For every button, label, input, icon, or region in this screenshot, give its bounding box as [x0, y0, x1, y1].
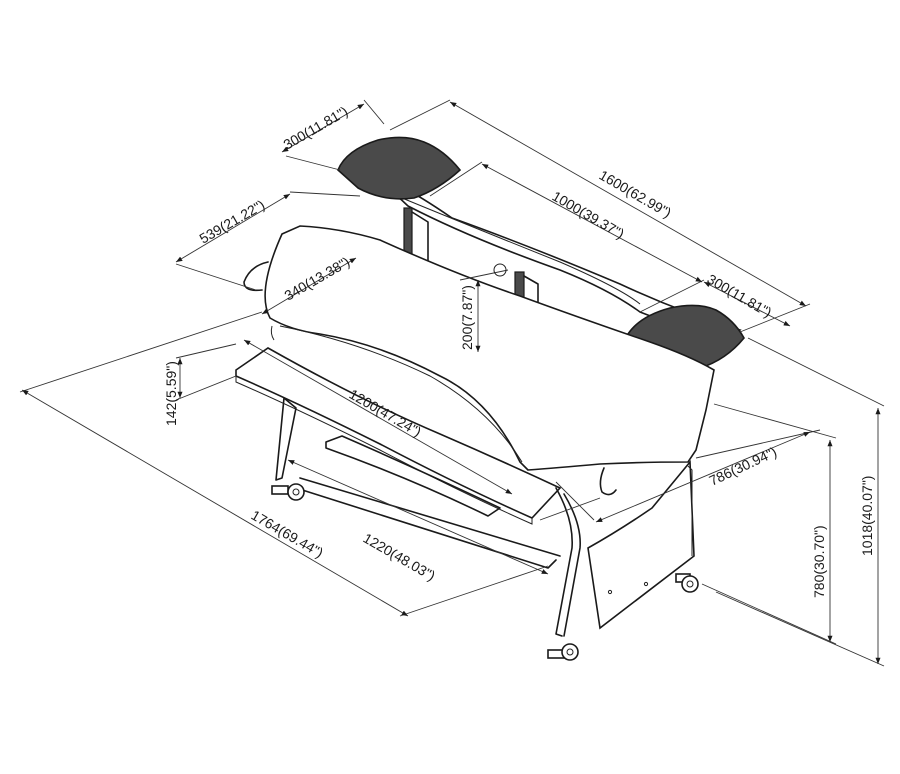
headphone-hook-left — [243, 261, 269, 292]
screw-hole — [607, 589, 613, 595]
dim-shelf-inner — [481, 163, 703, 283]
ext-line — [459, 269, 509, 281]
desktop-corner — [270, 325, 275, 341]
dim-desk-offset — [261, 257, 357, 315]
ext-line — [639, 279, 705, 313]
dim-overall-width — [21, 389, 409, 617]
label-wing-left: 300(11.81") — [281, 103, 351, 153]
monitor-pad-left — [337, 136, 462, 200]
dim-wing-right — [703, 281, 791, 327]
caster-front-right — [547, 643, 579, 661]
ext-line — [701, 583, 837, 645]
ext-line — [389, 99, 451, 131]
headphone-hook-right — [599, 467, 617, 496]
dim-overall-depth — [595, 431, 811, 523]
ext-line — [713, 403, 837, 439]
ext-line — [539, 497, 601, 521]
ext-line — [399, 565, 549, 617]
ext-line — [747, 337, 885, 407]
screw-hole — [643, 581, 649, 587]
ext-line — [363, 99, 385, 125]
leg-front-right — [555, 487, 573, 637]
dim-wing-left — [281, 103, 365, 153]
ext-line — [175, 263, 257, 291]
dimension-lines — [19, 99, 885, 667]
label-shelf-inner: 1000(39.37") — [550, 188, 628, 242]
label-desk-height: 780(30.70") — [811, 525, 827, 598]
cable-grommet — [493, 263, 507, 277]
caster-front-left — [271, 483, 305, 501]
label-riser-height: 200(7.87") — [459, 285, 475, 350]
side-panel — [587, 459, 695, 630]
label-top-width: 1600(62.99") — [597, 167, 675, 221]
label-tray-height: 142(5.59") — [163, 361, 179, 426]
label-overall-width: 1764(69.44") — [249, 507, 327, 561]
leg-front-right-inner — [563, 493, 581, 637]
label-overall-depth: 786(30.94") — [707, 443, 780, 488]
ext-line — [175, 343, 237, 359]
ext-line — [289, 191, 361, 197]
ext-line — [285, 155, 341, 171]
caster-rear-right — [675, 573, 699, 593]
ext-line — [19, 311, 263, 393]
ext-line — [555, 481, 595, 521]
label-top-depth: 539(21.22") — [197, 196, 268, 246]
ext-line — [715, 591, 885, 667]
leg-front-left — [275, 397, 297, 481]
ext-line — [175, 375, 237, 401]
dim-base-width — [287, 459, 549, 575]
ext-line — [429, 161, 483, 197]
dim-top-depth — [175, 193, 291, 263]
label-overall-height: 1018(40.07") — [859, 476, 875, 556]
label-base-width: 1220(48.03") — [361, 530, 439, 584]
